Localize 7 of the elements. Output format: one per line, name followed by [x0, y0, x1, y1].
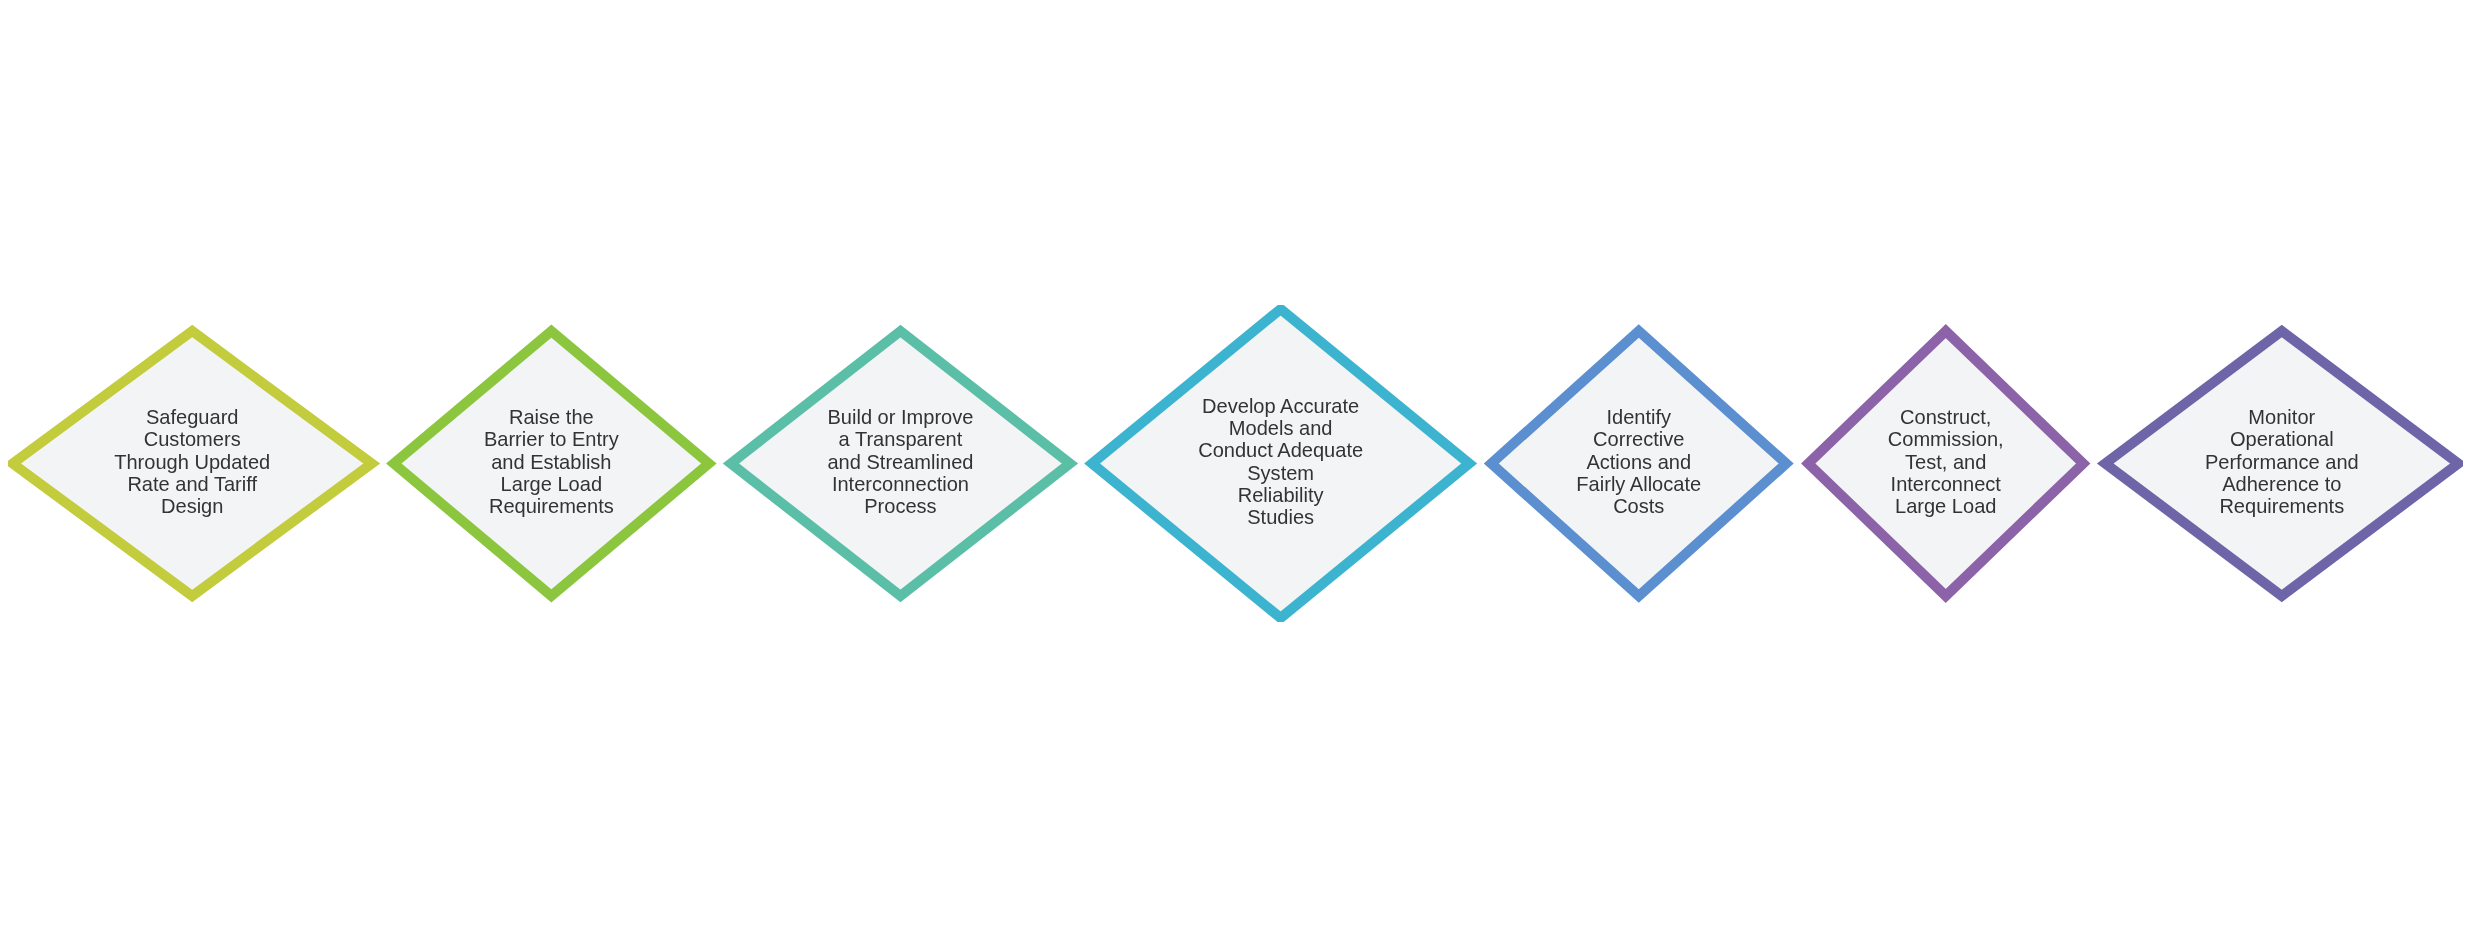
node-diamond: Develop Accurate Models and Conduct Adequate System Reliability Studies	[1084, 304, 1478, 622]
node-diamond: Raise the Barrier to Entry and Establish Large Load Requirements	[386, 324, 717, 602]
node-diamond: Identify Corrective Actions and Fairly Allocate Costs	[1483, 323, 1794, 603]
node-diamond: Construct, Commission, Test, and Interconnect Large Load	[1801, 323, 2091, 603]
node-diamond: Safeguard Customers Through Updated Rate and Tariff Design	[8, 324, 381, 602]
node-diamond: Monitor Operational Performance and Adherence to Requirements	[2096, 324, 2463, 602]
node-diamond: Build or Improve a Transparent and Streamlined Interconnection Process	[722, 324, 1079, 602]
